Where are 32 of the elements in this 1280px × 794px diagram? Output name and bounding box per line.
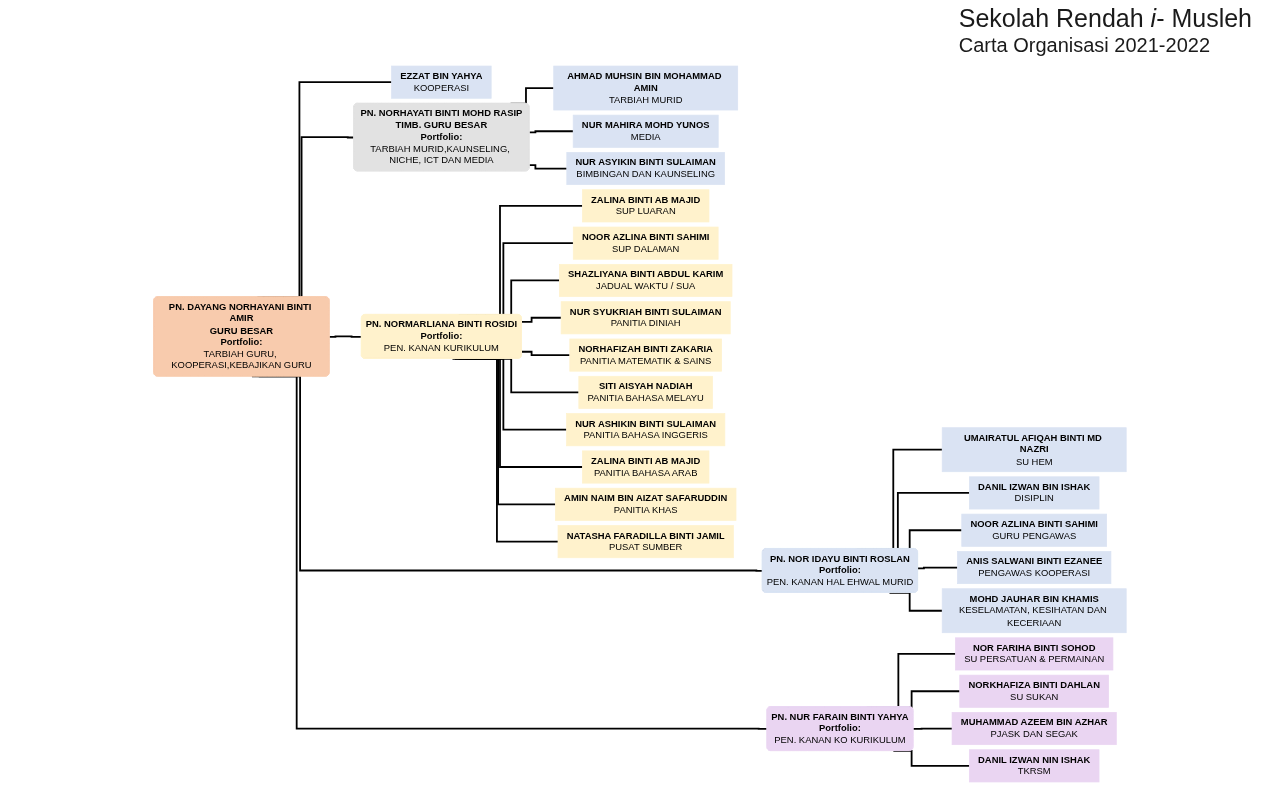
- node-box: AMIN NAIM BIN AIZAT SAFARUDDIN PANITIA KHAS: [555, 487, 737, 521]
- node-box: NOOR AZLINA BINTI SAHIMI GURU PENGAWAS: [961, 513, 1107, 547]
- node-box: DANIL IZWAN BIN ISHAK DISIPLIN: [969, 476, 1100, 510]
- node-box: NUR ASYIKIN BINTI SULAIMAN BIMBINGAN DAN KAUNSELING: [566, 152, 725, 185]
- node-box: MOHD JAUHAR BIN KHAMIS KESELAMATAN, KESIHATAN DAN KECERIAAN: [941, 588, 1127, 634]
- node-box: EZZAT BIN YAHYA KOOPERASI: [391, 65, 492, 99]
- node-box: NATASHA FARADILLA BINTI JAMIL PUSAT SUMBER: [557, 525, 734, 559]
- chart-title: Sekolah Rendah i- Musleh: [958, 4, 1252, 33]
- node-box: MUHAMMAD AZEEM BIN AZHAR PJASK DAN SEGAK: [951, 712, 1117, 745]
- chart-subtitle: Carta Organisasi 2021-2022: [958, 33, 1211, 58]
- node-box: AHMAD MUHSIN BIN MOHAMMAD AMIN TARBIAH MURID: [553, 65, 739, 111]
- node-box: UMAIRATUL AFIQAH BINTI MD NAZRI SU HEM: [941, 427, 1127, 473]
- connector: [328, 335, 363, 338]
- connector: [528, 130, 575, 134]
- node-box: NOR FARIHA BINTI SOHOD SU PERSATUAN & PERMAINAN: [955, 637, 1114, 671]
- node-box: ZALINA BINTI AB MAJID SUP LUARAN: [582, 189, 710, 223]
- node-box: SITI AISYAH NADIAH PANITIA BAHASA MELAYU: [578, 375, 713, 409]
- node-box: NUR ASHIKIN BINTI SULAIMAN PANITIA BAHASA INGGERIS: [566, 413, 726, 447]
- connector: [520, 350, 571, 356]
- connector: [528, 164, 568, 170]
- node-box: NUR SYUKRIAH BINTI SULAIMAN PANITIA DINIAH: [560, 301, 731, 335]
- node-box: SHAZLIYANA BINTI ABDUL KARIM JADUAL WAKTU / SUA: [559, 264, 733, 297]
- node-box: ZALINA BINTI AB MAJID PANITIA BAHASA ARAB: [582, 450, 710, 484]
- node-box: NOOR AZLINA BINTI SAHIMI SUP DALAMAN: [572, 226, 719, 260]
- node-box: NORHAFIZAH BINTI ZAKARIA PANITIA MATEMATIK & SAINS: [569, 338, 722, 372]
- node-box: NORKHAFIZA BINTI DAHLAN SU SUKAN: [959, 674, 1109, 708]
- node-box: NUR MAHIRA MOHD YUNOS MEDIA: [572, 114, 719, 148]
- connector: [917, 566, 959, 570]
- node-box: DANIL IZWAN NIN ISHAK TKRSM: [969, 749, 1100, 783]
- connector: [912, 727, 953, 730]
- node-box: ANIS SALWANI BINTI EZANEE PENGAWAS KOOPERASI: [957, 551, 1112, 584]
- connector: [520, 316, 563, 323]
